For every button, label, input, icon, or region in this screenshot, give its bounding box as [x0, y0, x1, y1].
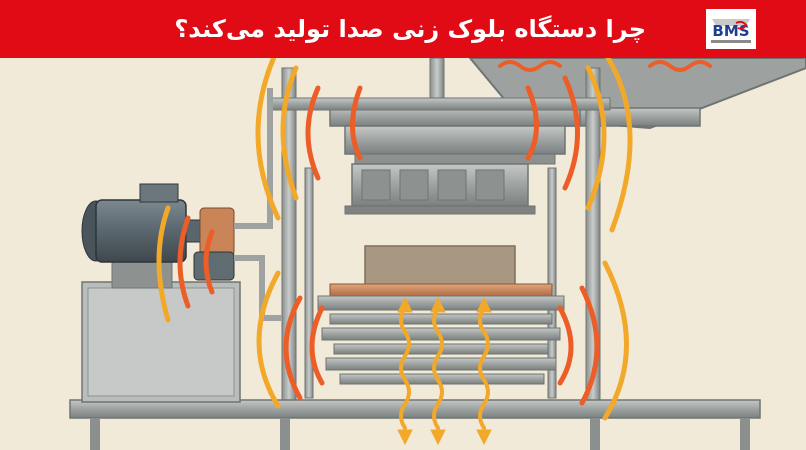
machine-frame	[269, 57, 611, 409]
title-bar: چرا دستگاه بلوک زنی صدا تولید می‌کند؟ BM…	[0, 0, 806, 58]
concrete-block	[329, 245, 553, 297]
logo-text: BMS	[712, 22, 749, 40]
bms-logo-icon: BMS	[706, 9, 756, 49]
hydraulic-unit	[81, 88, 282, 403]
page-title: چرا دستگاه بلوک زنی صدا تولید می‌کند؟	[174, 15, 646, 43]
block-machine-illustration	[0, 45, 806, 450]
machine-base	[69, 399, 761, 450]
sound-waves	[156, 45, 712, 446]
